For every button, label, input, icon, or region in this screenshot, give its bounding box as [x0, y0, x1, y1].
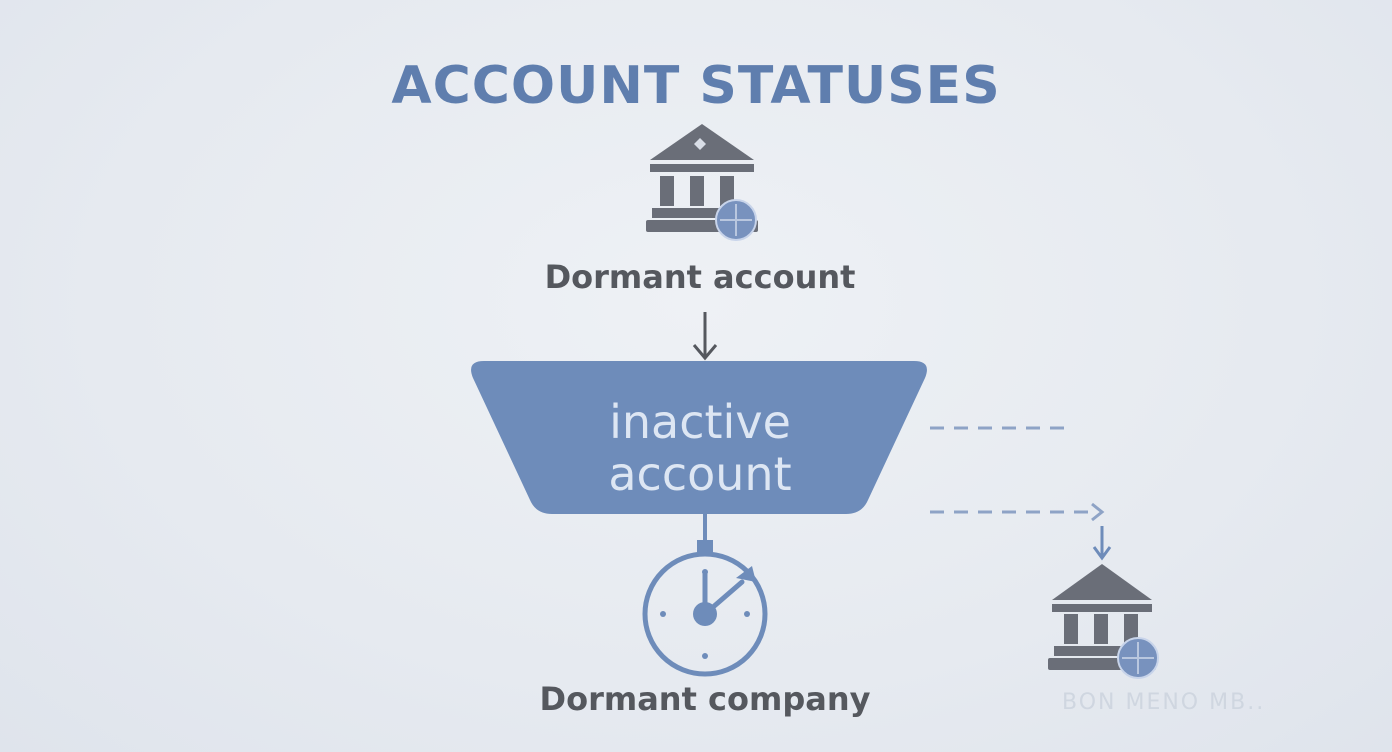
watermark-text: BON MENO MB.. [1062, 690, 1266, 715]
funnel-label-line1: inactive [609, 395, 791, 449]
dormant-company-label: Dormant company [539, 680, 871, 718]
bank-icon [646, 124, 758, 241]
arrow-down-right [1092, 526, 1112, 561]
dashed-arrow-lower [930, 502, 1105, 522]
dormant-account-label: Dormant account [544, 258, 856, 296]
funnel-shape [471, 361, 927, 514]
arrow-down-top [692, 312, 718, 361]
arrow-down-bottom [697, 514, 713, 552]
funnel-label-line2: account [608, 447, 792, 501]
bank-icon-right [1048, 564, 1159, 679]
funnel-label: inactive account [470, 396, 930, 500]
diagram-title: ACCOUNT STATUSES [391, 56, 1001, 116]
clock-icon [642, 551, 768, 677]
